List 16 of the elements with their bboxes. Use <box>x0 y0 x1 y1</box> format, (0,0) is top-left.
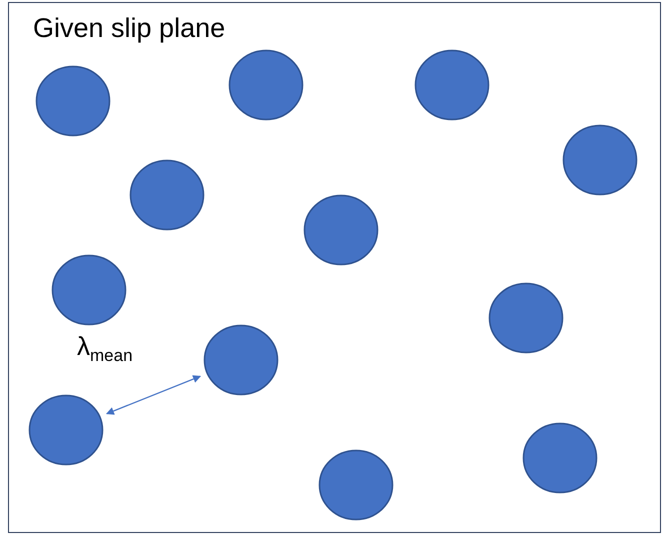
double-arrow <box>106 375 202 415</box>
slip-plane-frame <box>8 2 661 533</box>
heading: Given slip plane <box>33 13 226 44</box>
particle-circle <box>414 49 490 121</box>
particle-circle <box>228 49 304 121</box>
particle-circle <box>562 124 638 196</box>
particle-circle <box>203 324 279 396</box>
particle-circle <box>303 194 379 266</box>
particle-circle <box>51 254 127 326</box>
particle-circle <box>522 422 598 494</box>
particle-circle <box>28 394 104 466</box>
particle-circle <box>488 282 564 354</box>
particle-circle <box>129 159 205 231</box>
particle-circle <box>318 449 394 521</box>
particle-circle <box>35 65 111 137</box>
edge-label: λ$_{mean}$ <box>77 331 133 366</box>
